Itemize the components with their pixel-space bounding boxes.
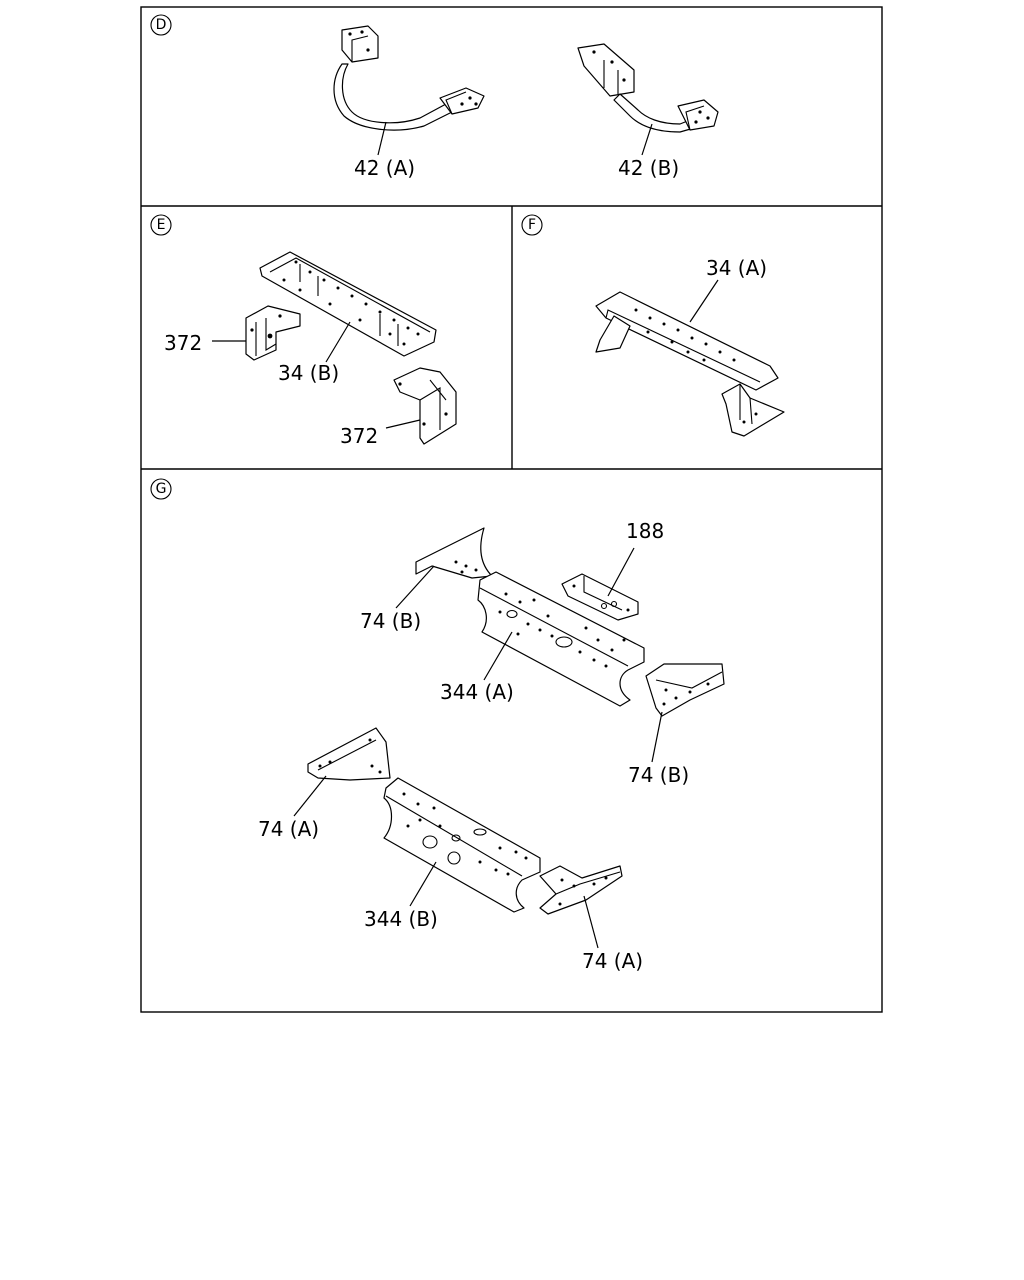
part-344a-holes — [498, 592, 626, 668]
part-372-left-drawing — [245, 305, 301, 361]
section-f-letter: F — [528, 217, 536, 233]
label-372-upper: 372 — [164, 331, 202, 355]
label-42a: 42 (A) — [354, 156, 415, 180]
part-344a-drawing — [477, 571, 645, 707]
label-34b: 34 (B) — [278, 361, 339, 385]
part-34b-drawing — [259, 251, 437, 357]
section-d-letter: D — [156, 17, 167, 33]
part-74b-upper-drawing — [415, 527, 493, 579]
section-d: D 42 (A) — [150, 14, 719, 180]
part-42a-drawing — [333, 25, 485, 131]
label-74a-lower: 74 (A) — [582, 949, 643, 973]
part-344b-drawing — [383, 777, 541, 913]
label-344a: 344 (A) — [440, 680, 514, 704]
label-188: 188 — [626, 519, 664, 543]
part-372-right-drawing — [393, 367, 457, 445]
section-f-marker — [521, 214, 543, 236]
section-e: E 34 (B) — [150, 214, 457, 448]
part-74b-lower-drawing — [645, 663, 725, 717]
label-74b-upper: 74 (B) — [360, 609, 421, 633]
part-42b-drawing — [577, 43, 719, 133]
label-74a-upper: 74 (A) — [258, 817, 319, 841]
section-e-letter: E — [157, 217, 166, 233]
section-g: G 74 (B) 188 — [150, 478, 725, 973]
label-344b: 344 (B) — [364, 907, 438, 931]
label-74b-lower: 74 (B) — [628, 763, 689, 787]
part-188-drawing — [561, 573, 639, 621]
panel-frames — [140, 6, 883, 1013]
part-34a-holes — [634, 308, 758, 424]
part-74a-lower-drawing — [539, 865, 623, 915]
part-34b-holes — [282, 260, 420, 346]
section-f: F 34 (A) — [521, 214, 785, 437]
section-d-marker — [150, 14, 172, 36]
section-g-marker — [150, 478, 172, 500]
section-e-marker — [150, 214, 172, 236]
label-34a: 34 (A) — [706, 256, 767, 280]
outer-frame — [140, 6, 883, 1013]
part-74a-upper-drawing — [307, 727, 391, 781]
part-34a-drawing — [595, 291, 785, 437]
part-344b-holes — [402, 792, 528, 876]
label-372-lower: 372 — [340, 424, 378, 448]
section-g-letter: G — [156, 481, 167, 497]
label-42b: 42 (B) — [618, 156, 679, 180]
